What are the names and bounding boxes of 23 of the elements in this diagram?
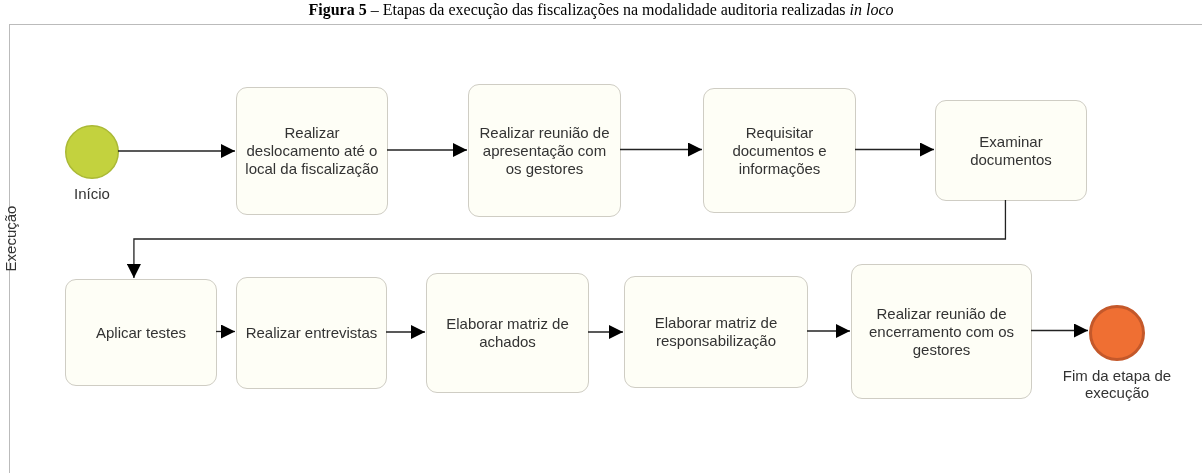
arrow (619, 142, 703, 157)
arrow (806, 324, 851, 338)
arrow (117, 144, 236, 158)
arrow (215, 324, 236, 339)
lane-label: Execução (1, 204, 19, 274)
arrow (587, 325, 624, 339)
task-box: Elaborar matriz de responsabilização (624, 276, 808, 388)
task-box: Requisitar documentos e informações (703, 88, 856, 213)
arrow (386, 143, 468, 157)
event-label: Início (73, 185, 111, 203)
task-box: Examinar documentos (935, 100, 1087, 201)
task-box: Realizar entrevistas (236, 277, 387, 389)
arrow (385, 325, 426, 339)
task-box: Realizar reunião de encerramento com os gestores (851, 264, 1032, 399)
event-label: Fim da etapa de execução (1061, 367, 1173, 402)
arrow (126, 199, 1007, 279)
figure-title: Figura 5 – Etapas da execução das fiscalizações na modalidade auditoria realizadas in loco (307, 1, 895, 19)
arrow (1030, 323, 1089, 338)
task-box: Aplicar testes (65, 279, 217, 386)
arrow (854, 142, 935, 157)
task-box: Elaborar matriz de achados (426, 273, 589, 393)
task-box: Realizar deslocamento até o local da fiscalização (236, 87, 388, 215)
task-box: Realizar reunião de apresentação com os gestores (468, 84, 621, 217)
